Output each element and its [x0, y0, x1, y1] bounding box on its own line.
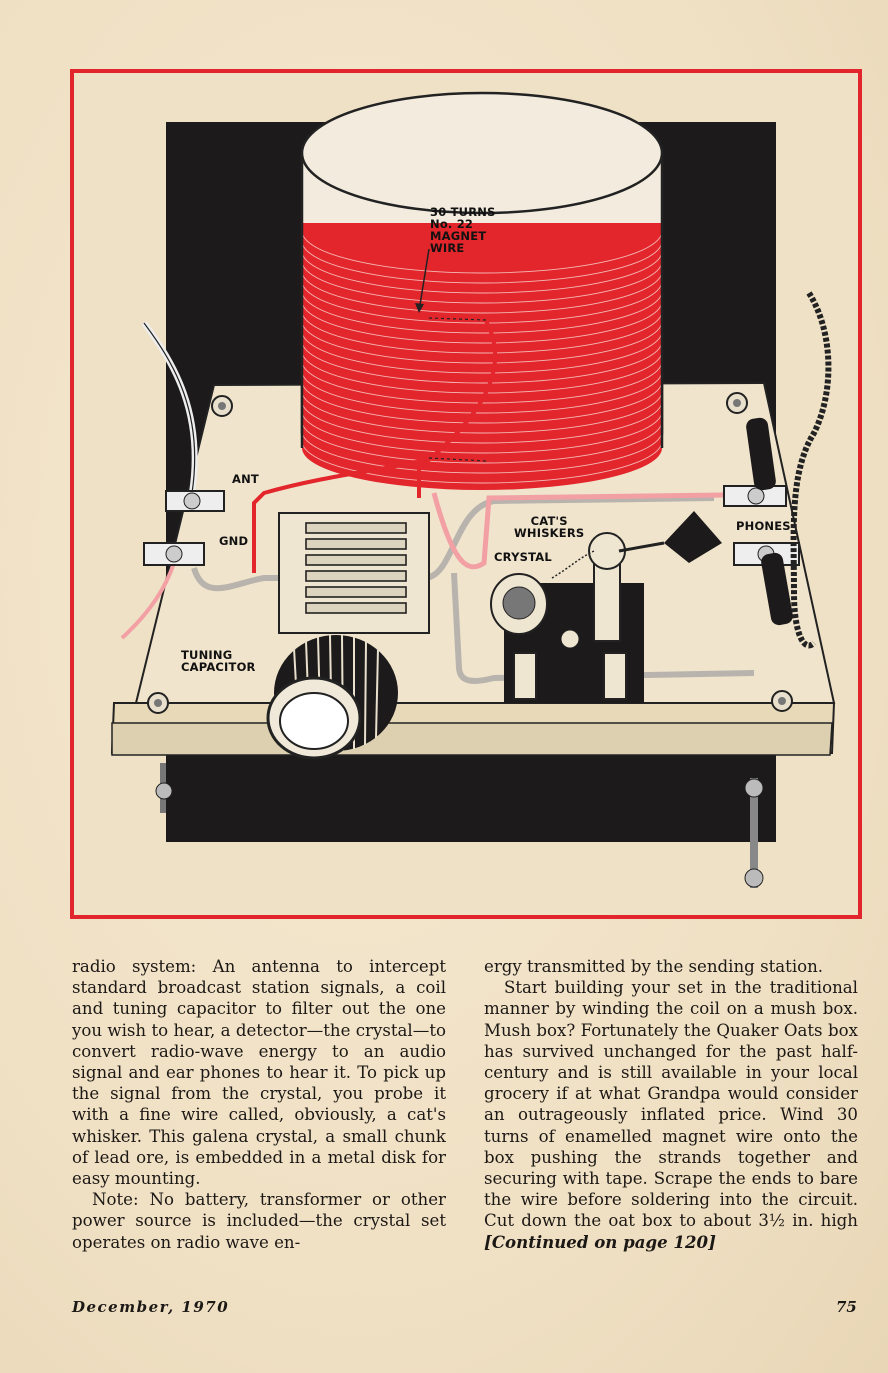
- article-paragraph: Note: No battery, transformer or other p…: [72, 1190, 446, 1252]
- whisker-handle: [664, 511, 722, 563]
- illustration-drawing: [110, 91, 836, 888]
- coil-turns: [301, 230, 663, 484]
- coil-lead-bottom: [252, 456, 430, 573]
- crystal-radio-illustration: 30 TURNS No. 22 MAGNET WIRE ANT GND CAT'…: [70, 69, 862, 919]
- label-ant: ANT: [232, 472, 259, 486]
- gray-wire-2: [451, 572, 755, 684]
- pink-wire-gnd: [120, 562, 176, 640]
- leg-right-front: [750, 778, 758, 888]
- label-tuning-capacitor: TUNING CAPACITOR: [181, 648, 256, 674]
- page-number: 75: [836, 1298, 857, 1316]
- gnd-clip: [143, 542, 205, 566]
- phones-clip-top: [723, 485, 787, 507]
- phone-cord: [790, 291, 832, 649]
- continued-reference: [Continued on page 120]: [484, 1231, 716, 1252]
- article-paragraph-text: Start building your set in the tradition…: [484, 978, 858, 1231]
- ant-clip: [165, 490, 225, 512]
- article-column-left: radio system: An antenna to intercept st…: [72, 956, 446, 1253]
- label-phones: PHONES: [736, 519, 791, 533]
- label-cats-whiskers: CAT'S WHISKERS: [514, 514, 585, 540]
- article-paragraph: radio system: An antenna to intercept st…: [72, 957, 446, 1189]
- article-paragraph: Start building your set in the tradition…: [484, 977, 858, 1253]
- label-gnd: GND: [219, 534, 249, 548]
- article-paragraph: ergy transmitted by the sending station.: [484, 957, 824, 976]
- pink-wire-phones: [431, 492, 725, 570]
- label-coil-turns: 30 TURNS No. 22 MAGNET WIRE: [430, 205, 496, 255]
- issue-date: December, 1970: [72, 1298, 230, 1316]
- label-crystal: CRYSTAL: [494, 550, 552, 564]
- article-column-right: ergy transmitted by the sending station.…: [484, 956, 858, 1253]
- coil-lid: [300, 91, 664, 215]
